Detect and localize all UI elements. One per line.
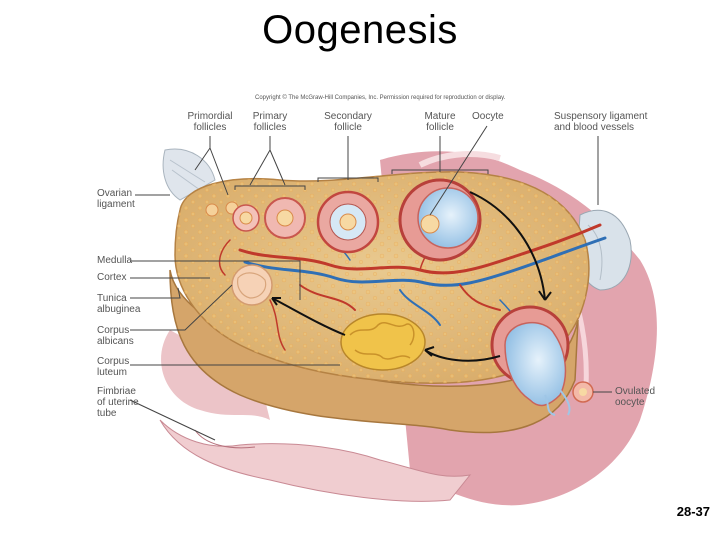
label-corpus-luteum: Corpus luteum xyxy=(97,356,130,378)
label-cortex: Cortex xyxy=(97,272,127,283)
secondary-follicle xyxy=(316,190,380,254)
page-number: 28-37 xyxy=(676,504,710,519)
label-leader-lines xyxy=(129,125,612,441)
copyright-notice: Copyright © The McGraw-Hill Companies, I… xyxy=(255,95,506,101)
ovulated-oocyte xyxy=(572,381,594,403)
ruptured-follicle xyxy=(490,305,571,416)
progression-arrows xyxy=(271,191,552,362)
label-secondary-follicle: Secondary follicle xyxy=(324,111,372,133)
label-mature-follicle: Mature follicle xyxy=(424,111,456,133)
primary-follicle-small xyxy=(232,204,260,232)
corpus-luteum xyxy=(340,313,426,371)
label-primary-follicles: Primary follicles xyxy=(252,111,288,133)
label-medulla: Medulla xyxy=(97,255,133,266)
primary-follicle-large xyxy=(264,197,306,239)
label-suspensory-ligament: Suspensory ligament and blood vessels xyxy=(554,111,648,133)
label-ovulated-oocyte: Ovulated oocyte xyxy=(615,386,656,408)
label-oocyte: Oocyte xyxy=(472,111,504,122)
label-tunica-albuginea: Tunica albuginea xyxy=(97,293,141,315)
label-ovarian-ligament: Ovarian ligament xyxy=(97,188,135,210)
label-corpus-albicans: Corpus albicans xyxy=(97,325,134,347)
mature-follicle xyxy=(398,178,482,262)
corpus-albicans xyxy=(231,264,273,306)
label-primordial-follicles: Primordial follicles xyxy=(187,111,233,133)
slide-title: Oogenesis xyxy=(262,8,458,52)
label-fimbriae: Fimbriae of uterine tube xyxy=(97,386,139,419)
